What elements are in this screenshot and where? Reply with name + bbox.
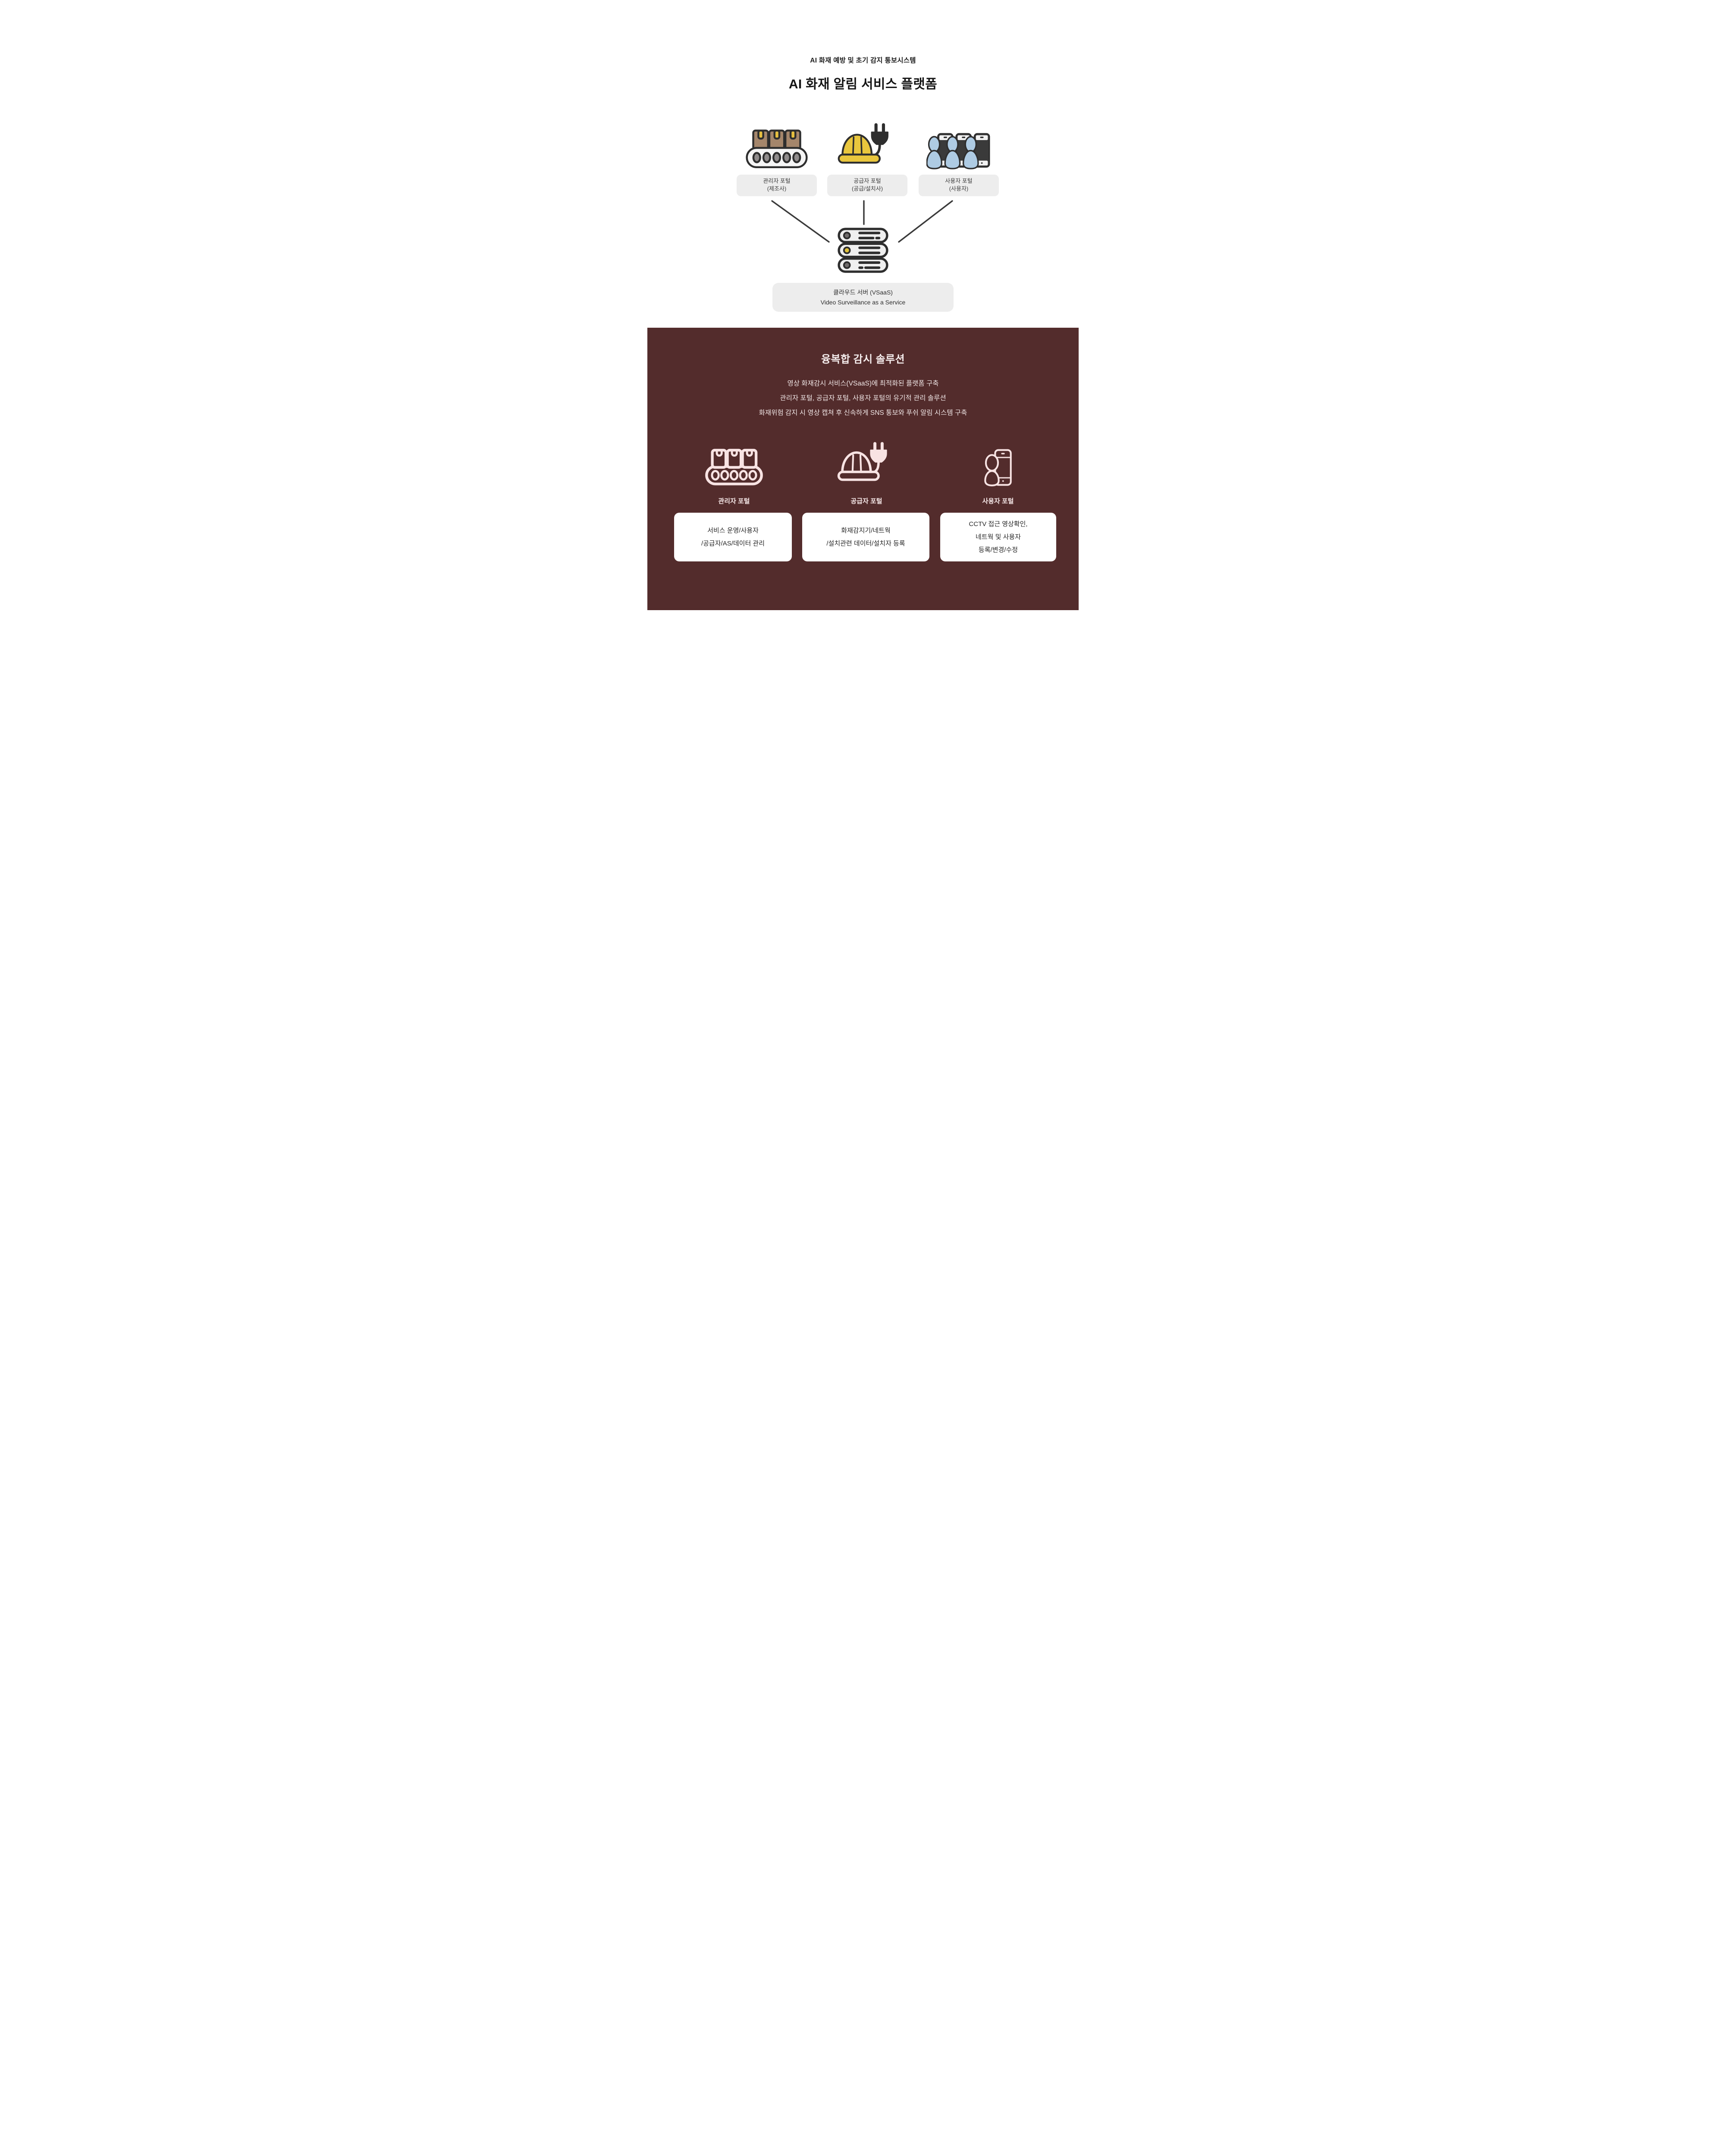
cloud-label-ko: 클라우드 서버 (VSaaS) bbox=[833, 288, 893, 296]
solution-description-line: 화재위험 감지 시 영상 캡쳐 후 신속하게 SNS 통보와 푸쉬 알림 시스템… bbox=[759, 409, 967, 417]
server-stack-icon bbox=[838, 228, 888, 274]
feature-card: 화재감지기/네트웍 /설치관련 데이터/설치자 등록 bbox=[802, 513, 929, 561]
portal-sub: (공급/설치사) bbox=[851, 185, 883, 192]
solution-description: 영상 화재감시 서비스(VSaaS)에 최적화된 플랫폼 구축 관리자 포털, … bbox=[647, 376, 1079, 420]
portal-label: 관리자 포털 (제조사) bbox=[737, 175, 817, 196]
portal-name: 공급자 포털 bbox=[854, 178, 881, 184]
page: AI 화재 예방 및 초기 감지 통보시스템 AI 화재 알림 서비스 플랫폼 bbox=[647, 0, 1079, 610]
feature-card: 서비스 운영/사용자 /공급자/AS/데이터 관리 bbox=[674, 513, 792, 561]
hardhat-plug-icon bbox=[820, 122, 915, 169]
card-line: 등록/변경/수정 bbox=[978, 546, 1018, 554]
page-title: AI 화재 알림 서비스 플랫폼 bbox=[788, 77, 938, 91]
solution-heading: 융복합 감시 솔루션 bbox=[821, 354, 905, 365]
portal-column-supplier: 공급자 포털 (공급/설치사) bbox=[820, 122, 915, 196]
feature-card: CCTV 접근 영상확인, 네트웍 및 사용자 등록/변경/수정 bbox=[940, 513, 1056, 561]
conveyor-outline-icon bbox=[687, 443, 781, 486]
connector-lines bbox=[771, 200, 953, 243]
card-line: /설치관련 데이터/설치자 등록 bbox=[826, 539, 905, 547]
hero-subtitle: AI 화재 예방 및 초기 감지 통보시스템 bbox=[810, 57, 916, 64]
solution-section: 융복합 감시 솔루션 영상 화재감시 서비스(VSaaS)에 최적화된 플랫폼 … bbox=[647, 328, 1079, 610]
solution-description-line: 관리자 포털, 공급자 포털, 사용자 포털의 유기적 관리 솔루션 bbox=[780, 395, 946, 402]
hardhat-plug-outline-icon bbox=[819, 442, 914, 486]
user-phone-outline-icon bbox=[951, 443, 1045, 486]
card-line: 네트웍 및 사용자 bbox=[976, 533, 1021, 541]
card-line: /공급자/AS/데이터 관리 bbox=[701, 539, 765, 547]
portal-column-user: 사용자 포털 (사용자) bbox=[911, 122, 1006, 196]
portal-label: 공급자 포털 (공급/설치사) bbox=[827, 175, 907, 196]
cloud-server-label: 클라우드 서버 (VSaaS) Video Surveillance as a … bbox=[772, 283, 954, 312]
portal-sub: (제조사) bbox=[767, 185, 787, 192]
feature-label: 관리자 포털 bbox=[718, 498, 750, 505]
portal-name: 사용자 포털 bbox=[945, 178, 973, 184]
cloud-label-en: Video Surveillance as a Service bbox=[820, 298, 906, 306]
users-phones-icon bbox=[911, 122, 1006, 169]
portal-name: 관리자 포털 bbox=[763, 178, 791, 184]
card-line: 화재감지기/네트웍 bbox=[841, 526, 891, 534]
card-line: CCTV 접근 영상확인, bbox=[969, 520, 1028, 528]
card-line: 서비스 운영/사용자 bbox=[707, 526, 759, 534]
portal-column-manager: 관리자 포털 (제조사) bbox=[729, 122, 824, 196]
portal-label: 사용자 포털 (사용자) bbox=[919, 175, 999, 196]
portal-sub: (사용자) bbox=[949, 185, 969, 192]
feature-label: 공급자 포털 bbox=[850, 498, 882, 505]
conveyor-boxes-icon bbox=[729, 122, 824, 169]
feature-label: 사용자 포털 bbox=[982, 498, 1014, 505]
platform-diagram-section: AI 화재 예방 및 초기 감지 통보시스템 AI 화재 알림 서비스 플랫폼 bbox=[647, 0, 1079, 328]
solution-description-line: 영상 화재감시 서비스(VSaaS)에 최적화된 플랫폼 구축 bbox=[787, 380, 939, 387]
